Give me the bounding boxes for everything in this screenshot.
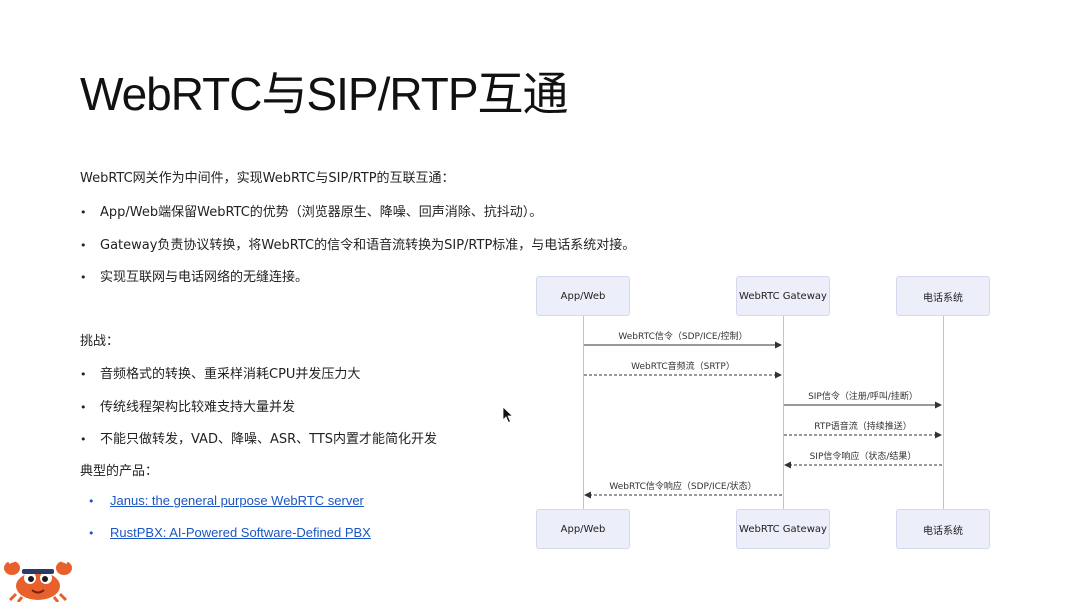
challenge-text: 音频格式的转换、重采样消耗CPU并发压力大 [100,367,361,382]
products-heading: 典型的产品： [80,464,159,479]
bullet-dot: • [88,527,95,540]
slide-title: WebRTC与SIP/RTP互通 [80,68,569,120]
bullet-text: 实现互联网与电话网络的无缝连接。 [100,270,309,285]
bullet-dot: • [80,368,87,381]
bullet-text: App/Web端保留WebRTC的优势（浏览器原生、降噪、回声消除、抗抖动）。 [100,205,543,220]
janus-link[interactable]: Janus: the general purpose WebRTC server [110,493,364,508]
participant-app-web-bottom: App/Web [536,509,630,549]
challenge-item: • 传统线程架构比较难支持大量并发 [80,396,295,415]
rustpbx-link[interactable]: RustPBX: AI-Powered Software-Defined PBX [110,525,371,540]
bullet-text: Gateway负责协议转换，将WebRTC的信令和语音流转换为SIP/RTP标准… [100,238,636,253]
bullet-dot: • [80,206,87,219]
lifeline-phone-system [943,316,944,510]
message-label: RTP语音流（持续推送） [814,422,912,432]
participant-phone-bottom: 电话系统 [896,509,990,549]
bullet-item: • App/Web端保留WebRTC的优势（浏览器原生、降噪、回声消除、抗抖动）。 [80,201,542,220]
participant-app-web-top: App/Web [536,276,630,316]
message-label: SIP信令响应（状态/结果） [809,452,917,462]
bullet-dot: • [80,239,87,252]
message-label: WebRTC音频流（SRTP） [631,362,735,372]
bullet-item: • Gateway负责协议转换，将WebRTC的信令和语音流转换为SIP/RTP标… [80,234,635,253]
challenge-text: 传统线程架构比较难支持大量并发 [100,400,296,415]
bullet-dot: • [80,401,87,414]
lifeline-app-web [583,316,584,510]
bullet-item: • 实现互联网与电话网络的无缝连接。 [80,266,308,285]
product-item: • RustPBX: AI-Powered Software-Defined PB… [88,525,371,541]
message-label: WebRTC信令响应（SDP/ICE/状态） [609,482,757,492]
participant-gateway-bottom: WebRTC Gateway [736,509,830,549]
challenge-item: • 音频格式的转换、重采样消耗CPU并发压力大 [80,363,360,382]
participant-phone-top: 电话系统 [896,276,990,316]
message-label: SIP信令（注册/呼叫/挂断） [808,392,918,402]
product-item: • Janus: the general purpose WebRTC serve… [88,493,364,509]
challenge-heading: 挑战： [80,334,120,349]
message-label: WebRTC信令（SDP/ICE/控制） [618,332,748,342]
challenge-text: 不能只做转发，VAD、降噪、ASR、TTS内置才能简化开发 [100,432,438,447]
intro-text: WebRTC网关作为中间件，实现WebRTC与SIP/RTP的互联互通： [80,171,455,186]
bullet-dot: • [88,495,95,508]
lifeline-gateway [783,316,784,510]
challenge-item: • 不能只做转发，VAD、降噪、ASR、TTS内置才能简化开发 [80,428,437,447]
participant-gateway-top: WebRTC Gateway [736,276,830,316]
crab-mascot-icon [4,557,72,602]
bullet-dot: • [80,433,87,446]
bullet-dot: • [80,271,87,284]
mouse-pointer-icon [502,406,514,424]
